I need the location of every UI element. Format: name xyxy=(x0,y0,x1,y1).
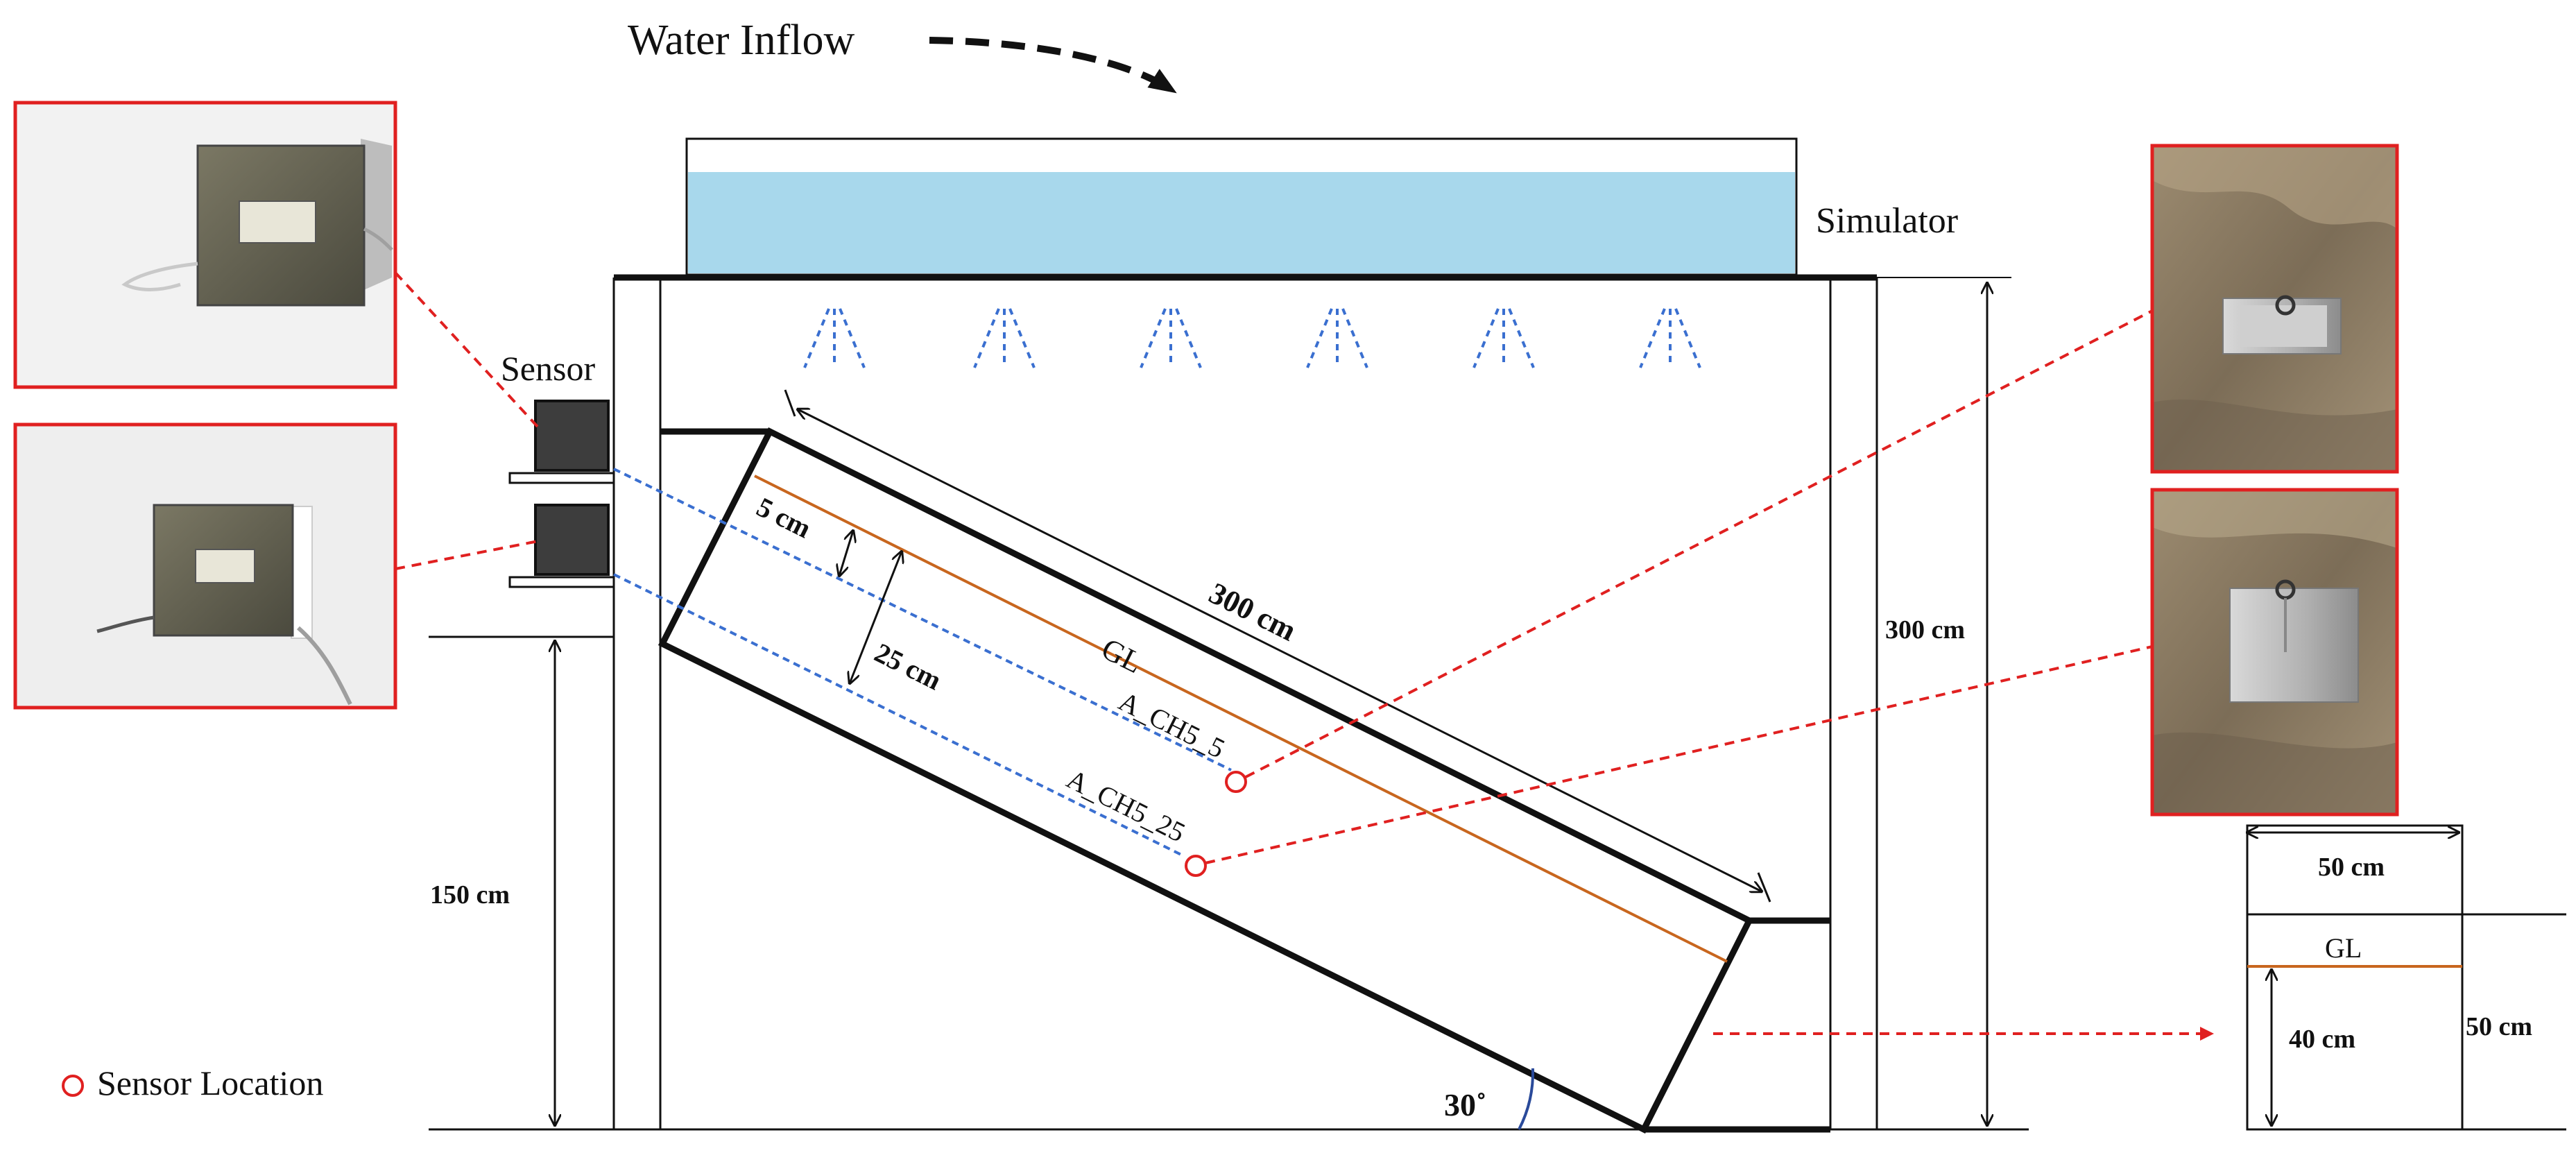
height-150-label: 150 cm xyxy=(430,880,510,909)
box-width-label: 50 cm xyxy=(2318,853,2385,882)
soil-photo-upper xyxy=(2150,144,2399,474)
box-ground-level-label: GL xyxy=(2325,932,2362,964)
simulator-water xyxy=(688,172,1795,273)
wall-sensor-upper xyxy=(534,400,610,472)
simulator-label: Simulator xyxy=(1816,201,1958,241)
sensor-label: Sensor xyxy=(501,349,595,388)
box-outline xyxy=(2246,824,2464,1131)
sensor-photo-upper xyxy=(13,101,397,389)
wall-sensor-lower xyxy=(534,504,610,576)
slope-angle-arc xyxy=(1518,1068,1535,1130)
sensor-photo-lower xyxy=(13,422,397,710)
height-300-label: 300 cm xyxy=(1885,615,1965,644)
wall-sensor-lower-shelf xyxy=(508,576,615,588)
water-inflow-label: Water Inflow xyxy=(628,17,855,64)
leader-left-upper xyxy=(394,271,540,429)
box-height-label: 50 cm xyxy=(2466,1012,2532,1041)
curved-dashed-arrow-icon xyxy=(929,37,1177,94)
soil-slope-box xyxy=(658,427,1754,1134)
slope-angle-label: 30˚ xyxy=(1444,1087,1486,1122)
legend-sensor-location: Sensor Location xyxy=(97,1064,323,1102)
depth-5cm-dimension xyxy=(839,531,853,576)
box-depth-label: 40 cm xyxy=(2289,1025,2355,1054)
sensor-location-a5-marker xyxy=(1225,771,1247,793)
soil-photo-lower xyxy=(2150,488,2399,817)
rainfall-sprays xyxy=(803,308,1701,368)
leader-right-lower xyxy=(1205,645,2153,864)
leader-right-upper xyxy=(1245,309,2153,778)
leader-left-lower xyxy=(395,540,539,570)
sensor-location-a25-marker xyxy=(1185,855,1207,877)
slope-length-dimension xyxy=(798,409,1762,891)
circle-outline-icon xyxy=(62,1075,84,1097)
wall-sensor-upper-shelf xyxy=(508,472,615,484)
depth-25cm-dimension xyxy=(850,552,902,683)
